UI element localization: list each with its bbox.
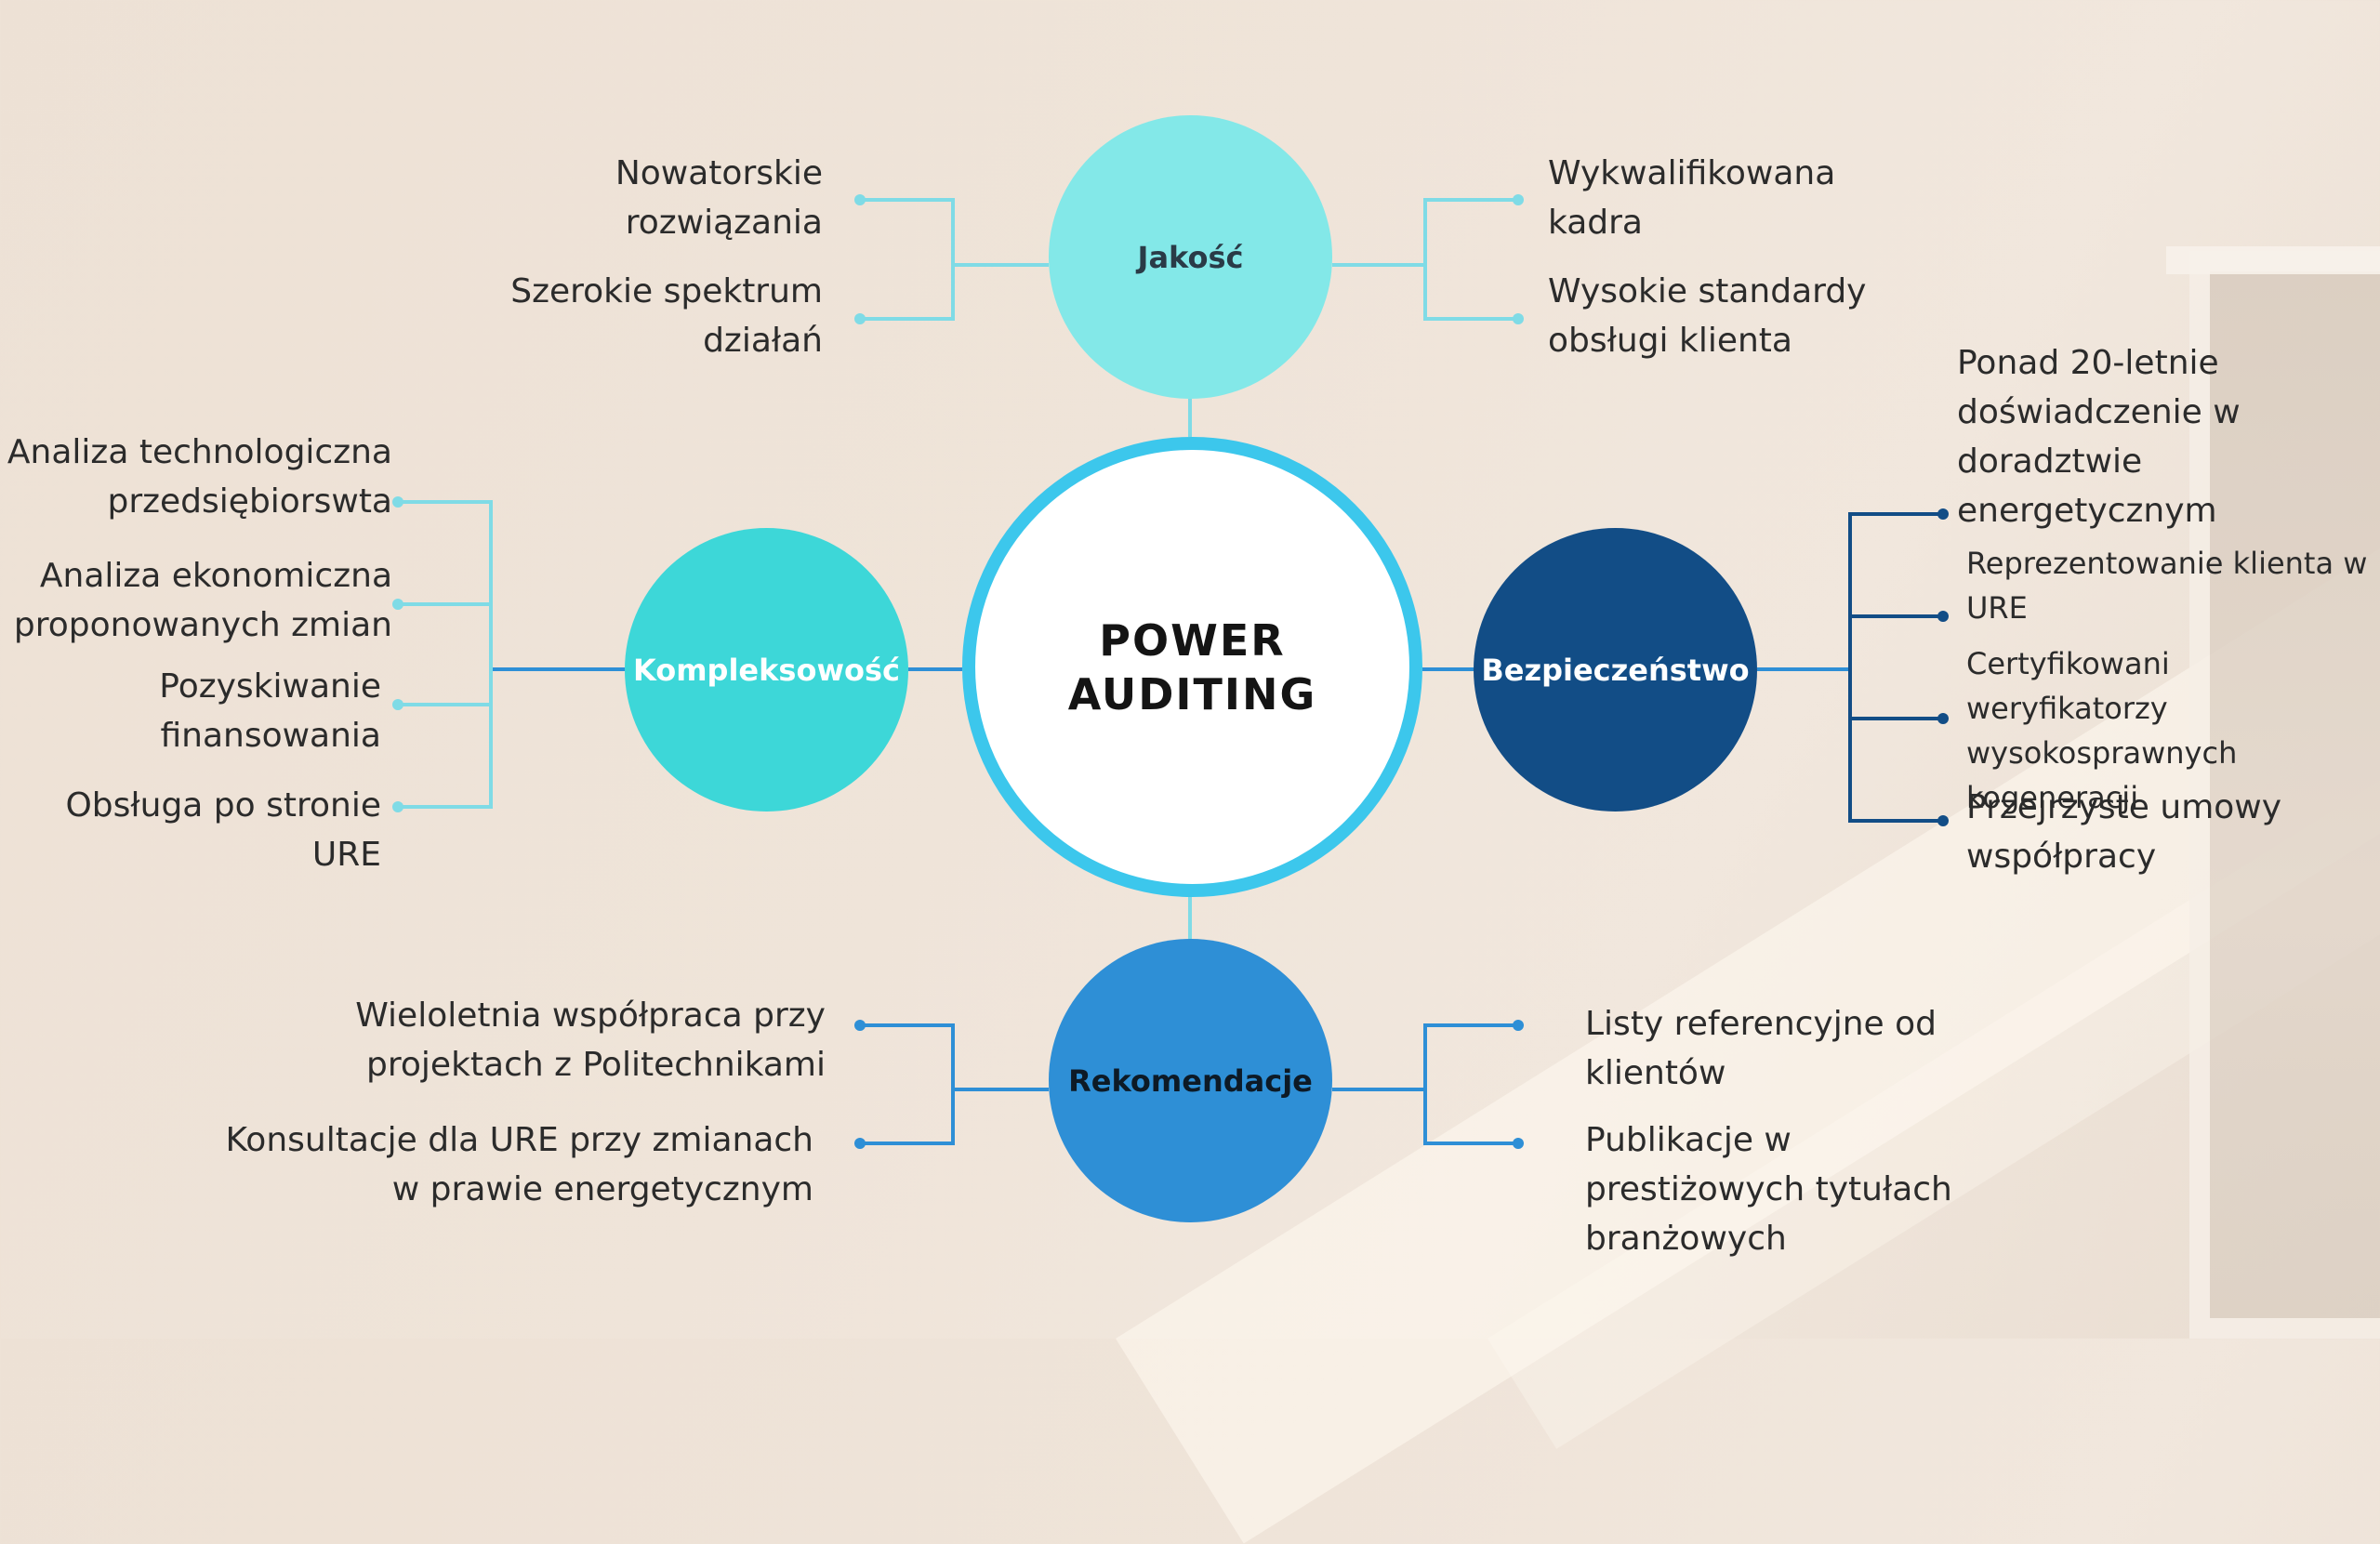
rekomendacje-right-item: Listy referencyjne od klientów bbox=[1585, 1005, 1937, 1092]
bezpieczenstwo-item: Przejrzyste umowy współpracy bbox=[1966, 788, 2282, 876]
connector-dot bbox=[854, 313, 866, 324]
connector-lines bbox=[392, 194, 1949, 1149]
node-jakosc: Jakość bbox=[1049, 115, 1332, 399]
kompleksowosc-item: Obsługa po stronie URE bbox=[65, 786, 381, 874]
rekomendacje-left-item: Wieloletnia współpraca przy projektach z… bbox=[355, 996, 826, 1084]
bezpieczenstwo-item: Reprezentowanie klienta w URE bbox=[1966, 546, 2368, 626]
kompleksowosc-item: Pozyskiwanie finansowania bbox=[159, 667, 381, 755]
rekomendacje-left-item: Konsultacje dla URE przy zmianach w praw… bbox=[225, 1121, 813, 1208]
bezpieczenstwo-bracket bbox=[1757, 512, 1943, 823]
kompleksowosc-item: Analiza technologiczna przedsiębiorswta bbox=[7, 433, 392, 521]
bezpieczenstwo-item: Ponad 20-letnie doświadczenie w doradztw… bbox=[1957, 344, 2241, 530]
rekomendacje-right-item: Publikacje w prestiżowych tytułach branż… bbox=[1585, 1121, 1952, 1258]
connector-dot bbox=[392, 699, 403, 710]
connector-dot bbox=[1937, 611, 1949, 622]
bezpieczenstwo-item: Certyfikowani weryfikatorzy wysokosprawn… bbox=[1966, 646, 2238, 815]
center-node: POWER AUDITING bbox=[962, 437, 1422, 897]
jakosc-right-bracket bbox=[1332, 198, 1518, 321]
node-kompleksowosc-label: Kompleksowość bbox=[632, 652, 900, 688]
jakosc-right-item: Wykwalifikowana kadra bbox=[1548, 154, 1836, 242]
connector-dot bbox=[1513, 194, 1524, 205]
kompleksowosc-bracket bbox=[398, 500, 625, 809]
connector-dot bbox=[392, 496, 403, 508]
window-decoration bbox=[2189, 251, 2380, 1339]
node-rekomendacje-label: Rekomendacje bbox=[1068, 1062, 1313, 1099]
node-rekomendacje: Rekomendacje bbox=[1049, 939, 1332, 1222]
rekomendacje-right-bracket bbox=[1332, 1023, 1518, 1145]
connector-dot bbox=[392, 801, 403, 812]
kompleksowosc-item: Analiza ekonomiczna proponowanych zmian bbox=[13, 557, 392, 644]
connector-dot bbox=[1937, 713, 1949, 724]
node-kompleksowosc: Kompleksowość bbox=[625, 528, 908, 812]
jakosc-left-item: Szerokie spektrum działań bbox=[510, 272, 823, 360]
center-title: POWER AUDITING bbox=[1067, 614, 1317, 719]
connector-dot bbox=[854, 1138, 866, 1149]
connector-dot bbox=[1513, 1138, 1524, 1149]
connector-dot bbox=[1937, 508, 1949, 520]
connector-dot bbox=[1513, 1020, 1524, 1031]
connector-dot bbox=[392, 599, 403, 610]
connector-dot bbox=[854, 1020, 866, 1031]
connector-dot bbox=[1513, 313, 1524, 324]
jakosc-left-item: Nowatorskie rozwiązania bbox=[615, 154, 823, 242]
node-jakosc-label: Jakość bbox=[1137, 239, 1244, 275]
connector-dot bbox=[1937, 815, 1949, 826]
rekomendacje-left-bracket bbox=[860, 1023, 1049, 1145]
node-bezpieczenstwo-label: Bezpieczeństwo bbox=[1481, 652, 1750, 688]
connector-dot bbox=[854, 194, 866, 205]
window-decoration-bar bbox=[2166, 246, 2380, 274]
jakosc-right-item: Wysokie standardy obsługi klienta bbox=[1548, 272, 1867, 360]
jakosc-left-bracket bbox=[860, 198, 1049, 321]
node-bezpieczenstwo: Bezpieczeństwo bbox=[1474, 528, 1757, 812]
